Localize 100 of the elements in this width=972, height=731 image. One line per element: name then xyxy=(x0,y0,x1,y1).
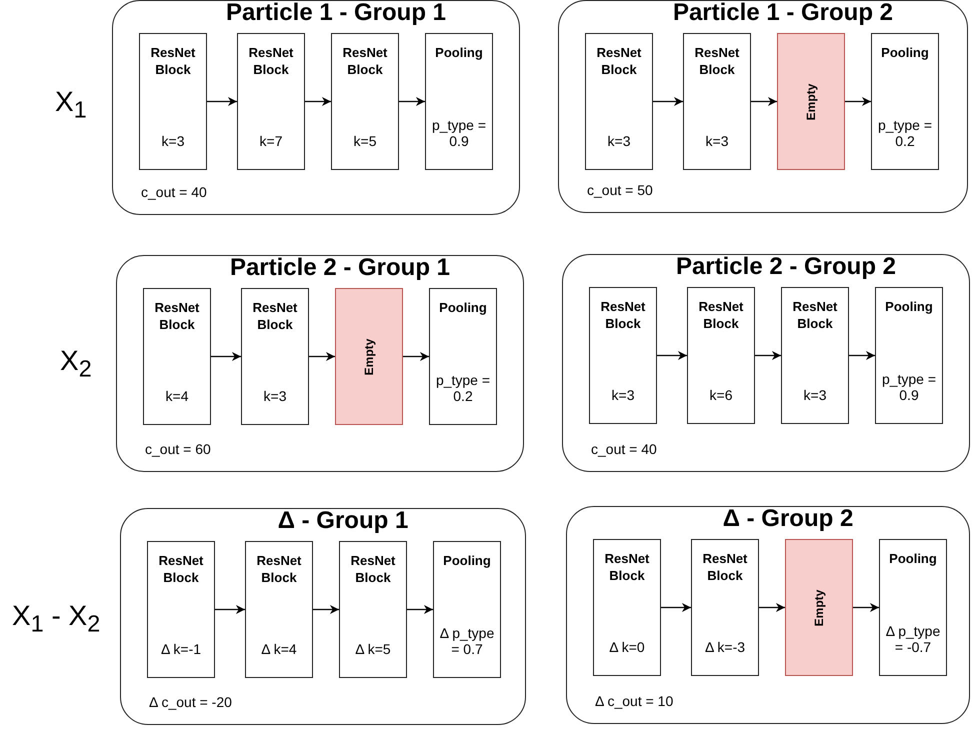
arrow xyxy=(403,352,429,362)
parameter-text: Δ k=0 xyxy=(608,639,646,655)
layer-box xyxy=(143,288,211,425)
arrow xyxy=(751,96,777,106)
layer-box xyxy=(339,541,407,678)
output-channels-text: c_out = 40 xyxy=(141,184,207,200)
empty-layer-box xyxy=(785,539,853,676)
layer-label: Empty xyxy=(804,83,818,120)
layer-box xyxy=(593,539,661,676)
layer-box xyxy=(241,288,309,425)
arrow xyxy=(399,96,425,106)
row-label: X$_{2}$ xyxy=(60,345,92,383)
group-title: Particle 1 - Group 1 xyxy=(224,0,448,27)
output-channels-text: c_out = 50 xyxy=(587,182,653,198)
parameter-text: k=3 xyxy=(606,133,632,149)
layer-box xyxy=(687,287,755,424)
parameter-text: k=3 xyxy=(704,133,730,149)
layer-label: Empty xyxy=(362,338,376,375)
layer-label: ResNet Block xyxy=(792,298,838,332)
layer-label: ResNet Block xyxy=(158,552,204,586)
layer-label: ResNet Block xyxy=(252,299,298,333)
layer-label: Pooling xyxy=(434,44,484,61)
arrow xyxy=(313,604,339,614)
arrow xyxy=(215,604,245,614)
group-panel xyxy=(120,508,526,725)
layer-box xyxy=(691,539,759,676)
arrow xyxy=(407,604,433,614)
parameter-text: k=6 xyxy=(708,387,734,403)
layer-box xyxy=(429,288,497,425)
layer-label: ResNet Block xyxy=(600,298,646,332)
layer-label: Pooling xyxy=(442,552,492,569)
empty-layer-box xyxy=(335,288,403,425)
arrow xyxy=(309,352,335,362)
group-panel xyxy=(116,255,524,472)
parameter-text: k=3 xyxy=(160,133,186,149)
parameter-text: p_type = 0.9 xyxy=(880,371,938,403)
arrow xyxy=(207,96,237,106)
output-channels-text: c_out = 40 xyxy=(591,441,657,457)
layer-label: ResNet Block xyxy=(694,44,740,78)
arrow xyxy=(853,602,879,612)
group-title: Particle 2 - Group 1 xyxy=(228,254,452,282)
parameter-text: k=3 xyxy=(610,387,636,403)
arrow xyxy=(211,352,241,362)
parameter-text: Δ k=5 xyxy=(354,641,392,657)
layer-box xyxy=(147,541,215,678)
layer-label: Empty xyxy=(812,589,826,626)
parameter-text: Δ k=-3 xyxy=(704,639,746,655)
arrow xyxy=(305,96,331,106)
layer-box xyxy=(683,33,751,170)
output-channels-text: Δ c_out = 10 xyxy=(595,693,674,709)
layer-box xyxy=(237,33,305,170)
layer-box xyxy=(585,33,653,170)
layer-label: ResNet Block xyxy=(342,44,388,78)
layer-box xyxy=(879,539,947,676)
parameter-text: p_type = 0.2 xyxy=(434,372,492,404)
layer-label: ResNet Block xyxy=(350,552,396,586)
parameter-text: p_type = 0.2 xyxy=(876,117,934,149)
layer-box xyxy=(433,541,501,678)
layer-label: ResNet Block xyxy=(702,550,748,584)
layer-label: Pooling xyxy=(888,550,938,567)
group-title: Δ - Group 2 xyxy=(722,505,854,533)
layer-label: Pooling xyxy=(884,298,934,315)
arrow xyxy=(845,96,871,106)
layer-box xyxy=(781,287,849,424)
parameter-text: k=7 xyxy=(258,133,284,149)
layer-label: ResNet Block xyxy=(154,299,200,333)
layer-label: ResNet Block xyxy=(248,44,294,78)
group-panel xyxy=(562,254,970,472)
layer-label: ResNet Block xyxy=(698,298,744,332)
empty-layer-box xyxy=(777,33,845,170)
group-title: Particle 1 - Group 2 xyxy=(672,0,894,27)
layer-box xyxy=(875,287,943,424)
parameter-text: k=5 xyxy=(352,133,378,149)
parameter-text: k=4 xyxy=(164,388,190,404)
arrow xyxy=(657,350,687,360)
group-title: Particle 2 - Group 2 xyxy=(674,253,898,281)
parameter-text: k=3 xyxy=(262,388,288,404)
layer-label: ResNet Block xyxy=(256,552,302,586)
layer-box xyxy=(871,33,939,170)
parameter-text: Δ k=-1 xyxy=(160,641,202,657)
layer-box xyxy=(425,33,493,170)
row-label: X$_{1}$ xyxy=(55,86,87,124)
layer-label: Pooling xyxy=(880,44,930,61)
layer-label: ResNet Block xyxy=(150,44,196,78)
row-label: X$_{1}$ - X$_{2}$ xyxy=(12,600,100,638)
output-channels-text: c_out = 60 xyxy=(145,441,211,457)
arrow xyxy=(849,350,875,360)
parameter-text: Δ k=4 xyxy=(260,641,298,657)
layer-box xyxy=(139,33,207,170)
parameter-text: Δ p_type = 0.7 xyxy=(438,625,496,657)
arrow xyxy=(759,602,785,612)
layer-box xyxy=(245,541,313,678)
arrow xyxy=(755,350,781,360)
group-panel xyxy=(566,506,970,724)
layer-box xyxy=(331,33,399,170)
parameter-text: Δ p_type = -0.7 xyxy=(884,623,942,655)
output-channels-text: Δ c_out = -20 xyxy=(149,694,232,710)
group-panel xyxy=(558,0,968,213)
layer-box xyxy=(589,287,657,424)
group-title: Δ - Group 1 xyxy=(276,507,410,535)
